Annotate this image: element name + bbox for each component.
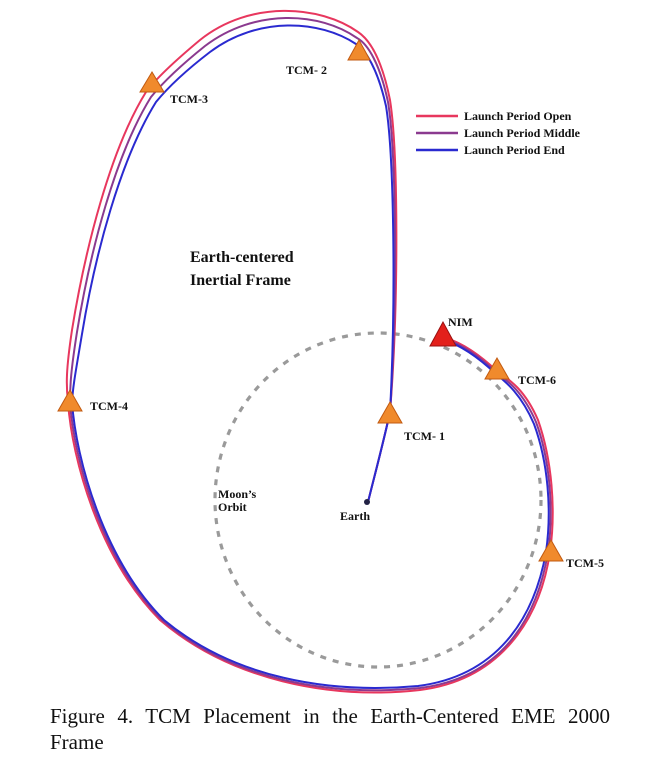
- trajectory-launch-period-middle: [68, 17, 552, 692]
- earth-label: Earth: [340, 509, 370, 523]
- tcm-4-marker: [57, 388, 83, 412]
- moon-orbit-label-line1: Moon’s: [218, 487, 257, 501]
- tcm-6-marker: [484, 356, 510, 380]
- tcm-2-marker: [347, 38, 371, 61]
- tcm-2-label: TCM- 2: [286, 63, 327, 77]
- legend: Launch Period Open Launch Period Middle …: [416, 109, 581, 157]
- figure-caption: Figure 4. TCM Placement in the Earth-Cen…: [50, 704, 610, 754]
- nim-label: NIM: [448, 315, 473, 329]
- nim-marker: [429, 320, 457, 347]
- tcm-5-label: TCM-5: [566, 556, 604, 570]
- frame-label-line2: Inertial Frame: [190, 272, 291, 289]
- trajectory-launch-period-end: [70, 24, 550, 689]
- frame-label-line1: Earth-centered: [190, 249, 294, 266]
- legend-label-end: Launch Period End: [464, 143, 565, 157]
- moon-orbit-label-line2: Orbit: [218, 500, 247, 514]
- tcm-6-label: TCM-6: [518, 373, 556, 387]
- earth-dot: [364, 499, 370, 505]
- legend-label-open: Launch Period Open: [464, 109, 572, 123]
- tcm-5-marker: [538, 538, 564, 562]
- trajectory-launch-period-open: [65, 9, 554, 694]
- tcm-4-label: TCM-4: [90, 399, 128, 413]
- tcm-1-label: TCM- 1: [404, 429, 445, 443]
- legend-label-middle: Launch Period Middle: [464, 126, 581, 140]
- trajectory-diagram: TCM- 2 TCM-3 TCM-4 TCM- 1 TCM-6 TCM-5 NI…: [57, 9, 604, 694]
- tcm-3-marker: [139, 71, 165, 93]
- tcm-3-label: TCM-3: [170, 92, 208, 106]
- moon-orbit: [213, 331, 543, 669]
- tcm-1-marker: [377, 400, 403, 424]
